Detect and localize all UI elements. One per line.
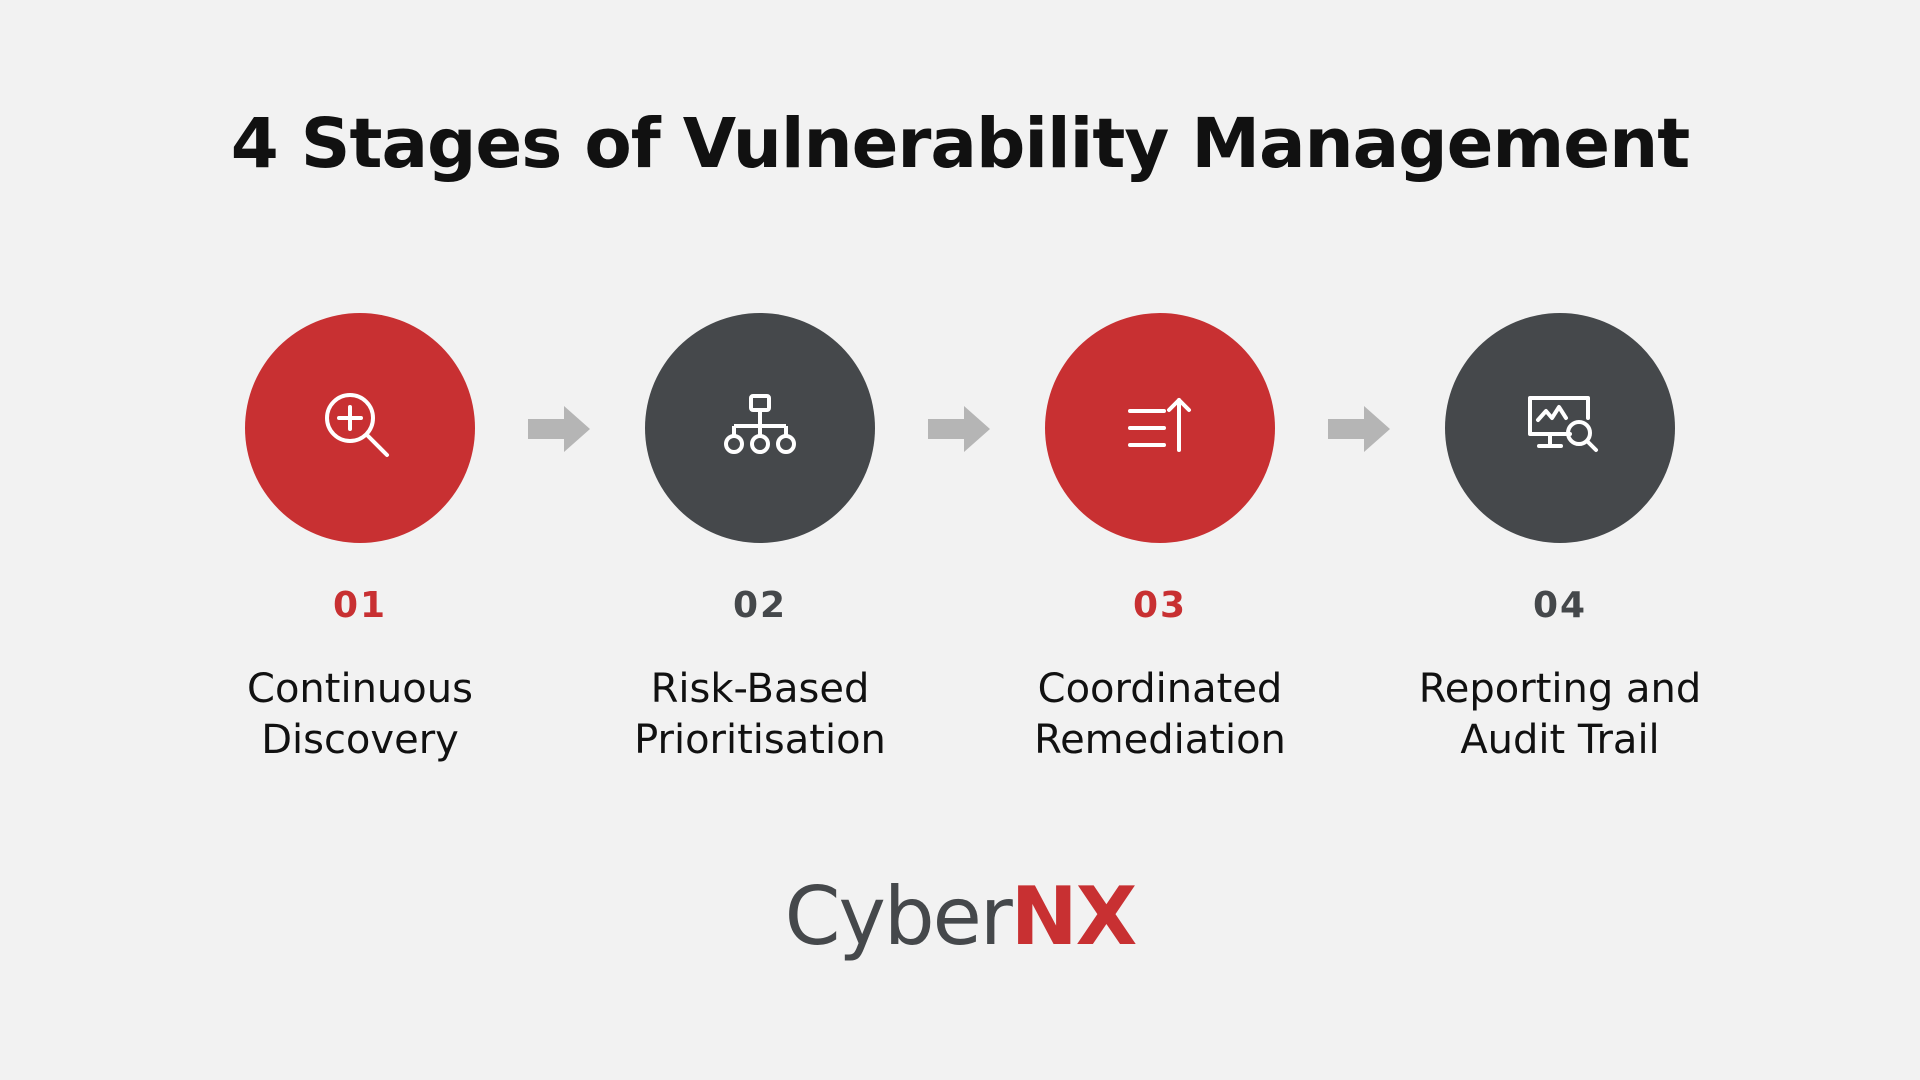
stage-risk-based-prioritisation: 02 Risk-Based Prioritisation bbox=[560, 313, 960, 766]
stage-label-line: Remediation bbox=[1034, 717, 1286, 763]
arrow-right-icon bbox=[928, 406, 990, 452]
stage-continuous-discovery: 01 Continuous Discovery bbox=[160, 313, 560, 766]
stage-label: Reporting and Audit Trail bbox=[1405, 664, 1715, 766]
stage-number: 01 bbox=[332, 585, 388, 626]
stage-circle bbox=[1045, 313, 1275, 543]
monitor-search-icon bbox=[1528, 396, 1598, 452]
stage-circle bbox=[245, 313, 475, 543]
stage-label: Continuous Discovery bbox=[205, 664, 515, 766]
stage-label-line: Coordinated bbox=[1037, 666, 1283, 712]
stage-number: 04 bbox=[1532, 585, 1588, 626]
stage-number: 02 bbox=[732, 585, 788, 626]
stage-label-line: Reporting and bbox=[1418, 666, 1702, 712]
stage-number: 03 bbox=[1132, 585, 1188, 626]
arrow-right-icon bbox=[528, 406, 590, 452]
stage-circle bbox=[645, 313, 875, 543]
stage-label-line: Discovery bbox=[261, 717, 459, 763]
stage-label-line: Continuous bbox=[247, 666, 473, 712]
magnifier-plus-icon bbox=[325, 393, 389, 457]
logo-text-cyber: Cyber bbox=[784, 870, 1013, 963]
stage-label: Coordinated Remediation bbox=[1005, 664, 1315, 766]
page-title: 4 Stages of Vulnerability Management bbox=[230, 104, 1690, 184]
stage-label-line: Audit Trail bbox=[1460, 717, 1660, 763]
stage-label-line: Risk-Based bbox=[650, 666, 870, 712]
logo-text-nx: NX bbox=[1010, 870, 1138, 963]
stage-reporting-audit-trail: 04 Reporting and Audit Trail bbox=[1360, 313, 1760, 766]
stage-coordinated-remediation: 03 Coordinated Remediation bbox=[960, 313, 1360, 766]
list-arrow-up-icon bbox=[1128, 398, 1191, 452]
arrow-right-icon bbox=[1328, 406, 1390, 452]
stage-circle bbox=[1445, 313, 1675, 543]
stage-label-line: Prioritisation bbox=[634, 717, 886, 763]
stage-label: Risk-Based Prioritisation bbox=[605, 664, 915, 766]
brand-logo: CyberNX bbox=[0, 877, 1920, 957]
hierarchy-icon bbox=[724, 394, 796, 454]
